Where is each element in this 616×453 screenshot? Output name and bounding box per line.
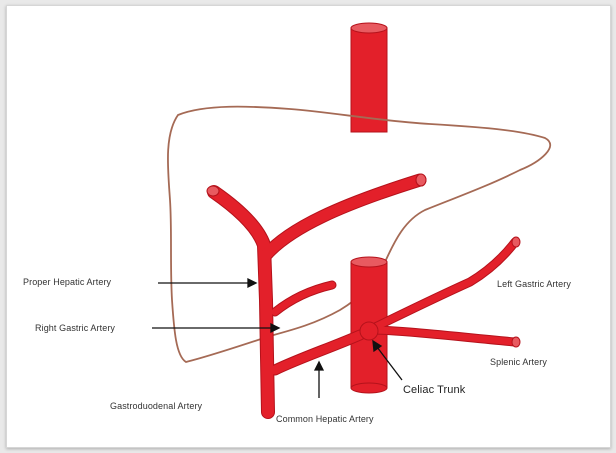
celiac-trunk-origin	[360, 322, 378, 340]
label-celiac-trunk: Celiac Trunk	[403, 384, 465, 396]
left-hepatic-branch	[266, 180, 420, 255]
left-gastric-artery	[369, 242, 515, 330]
arrow-common-hepatic	[315, 362, 323, 370]
arrow-right-gastric	[271, 324, 279, 332]
arrow-proper-hepatic	[248, 279, 256, 287]
label-gastroduodenal-artery: Gastroduodenal Artery	[110, 401, 202, 411]
label-common-hepatic-artery: Common Hepatic Artery	[276, 414, 374, 424]
label-proper-hepatic-artery: Proper Hepatic Artery	[23, 277, 111, 287]
label-left-gastric-artery: Left Gastric Artery	[497, 279, 571, 289]
label-splenic-artery: Splenic Artery	[490, 357, 547, 367]
label-right-gastric-artery: Right Gastric Artery	[35, 323, 115, 333]
